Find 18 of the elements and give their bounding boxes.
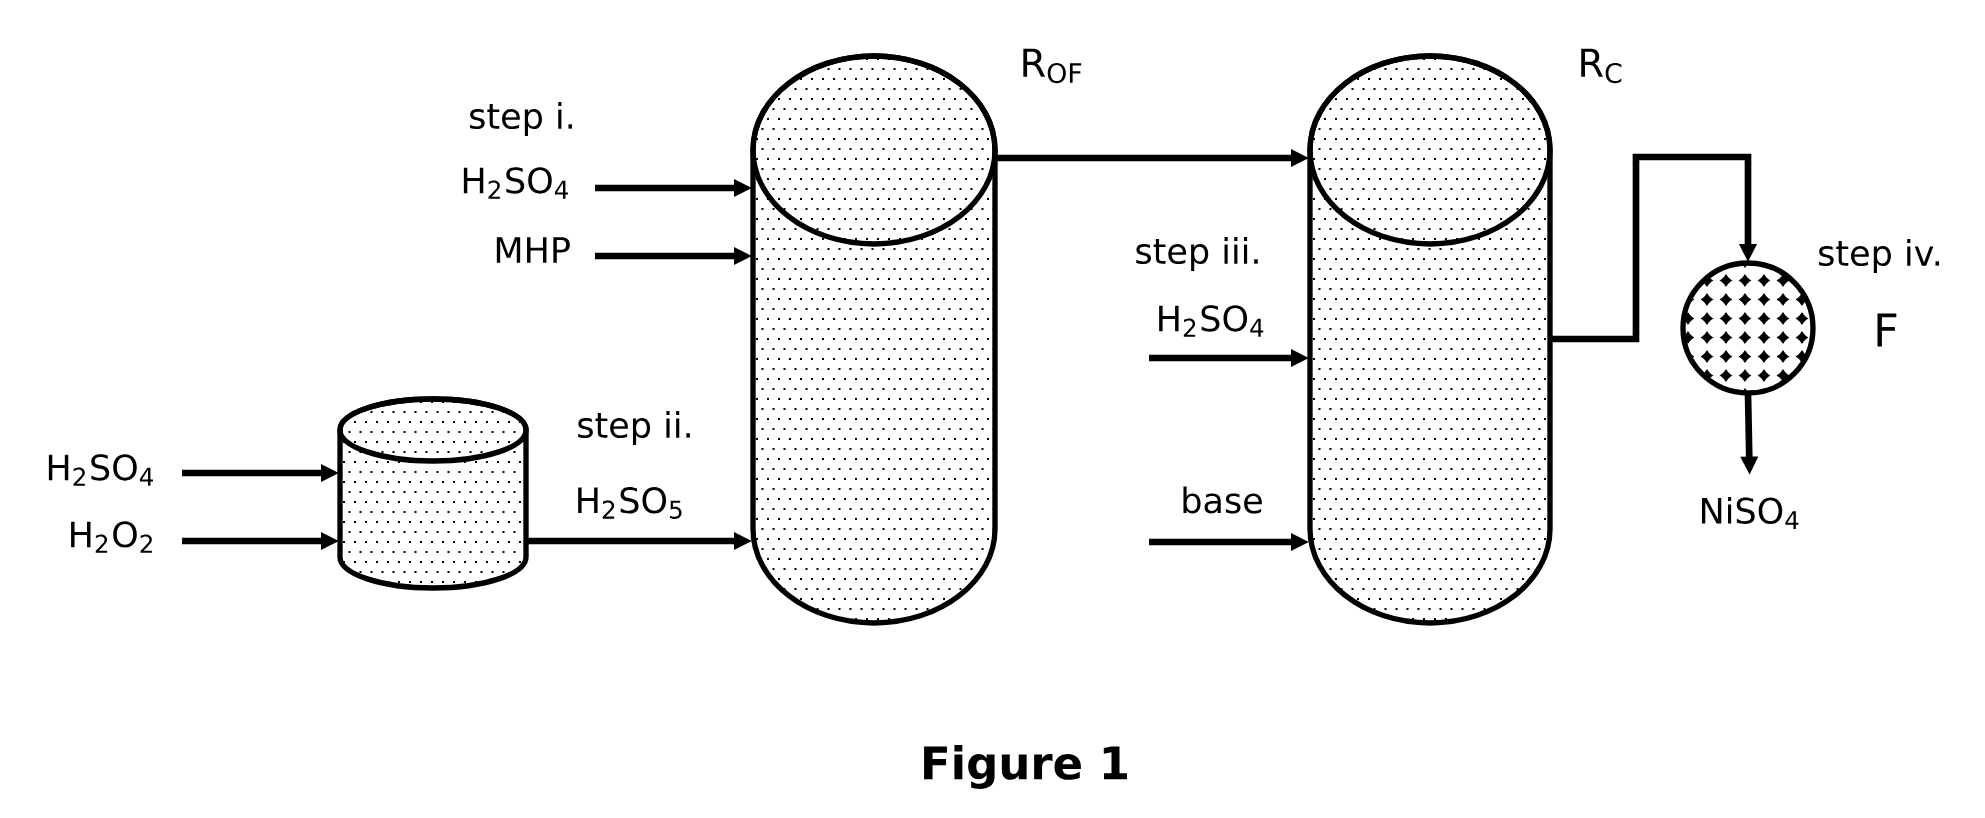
step-label: step i. bbox=[470, 102, 572, 136]
reagent-label: H$_{2}$SO$_{4}$ bbox=[48, 454, 153, 486]
reagent-label: H$_{2}$O$_{2}$ bbox=[71, 521, 152, 553]
step-label: step iv. bbox=[1819, 239, 1940, 273]
mixing-tank bbox=[337, 396, 529, 591]
edge-label: base bbox=[1176, 483, 1268, 517]
edge-label: H$_{2}$SO$_{5}$ bbox=[571, 483, 689, 523]
tank-label: R$_{OF}$ bbox=[1023, 48, 1082, 84]
step-label: step ii. bbox=[578, 411, 690, 445]
reagent-label: MHP bbox=[496, 237, 570, 263]
figure-caption: Figure 1 bbox=[924, 745, 1127, 789]
edge-label: H$_{2}$SO$_{4}$ bbox=[1152, 301, 1270, 341]
product-label: NiSO$_{4}$ bbox=[1702, 497, 1799, 529]
tank-label: R$_{C}$ bbox=[1581, 48, 1622, 84]
step-label: step iii. bbox=[1136, 237, 1258, 271]
arrow bbox=[1550, 153, 1758, 343]
filter-label: F bbox=[1877, 313, 1897, 347]
reagent-label: H$_{2}$SO$_{4}$ bbox=[463, 167, 568, 199]
